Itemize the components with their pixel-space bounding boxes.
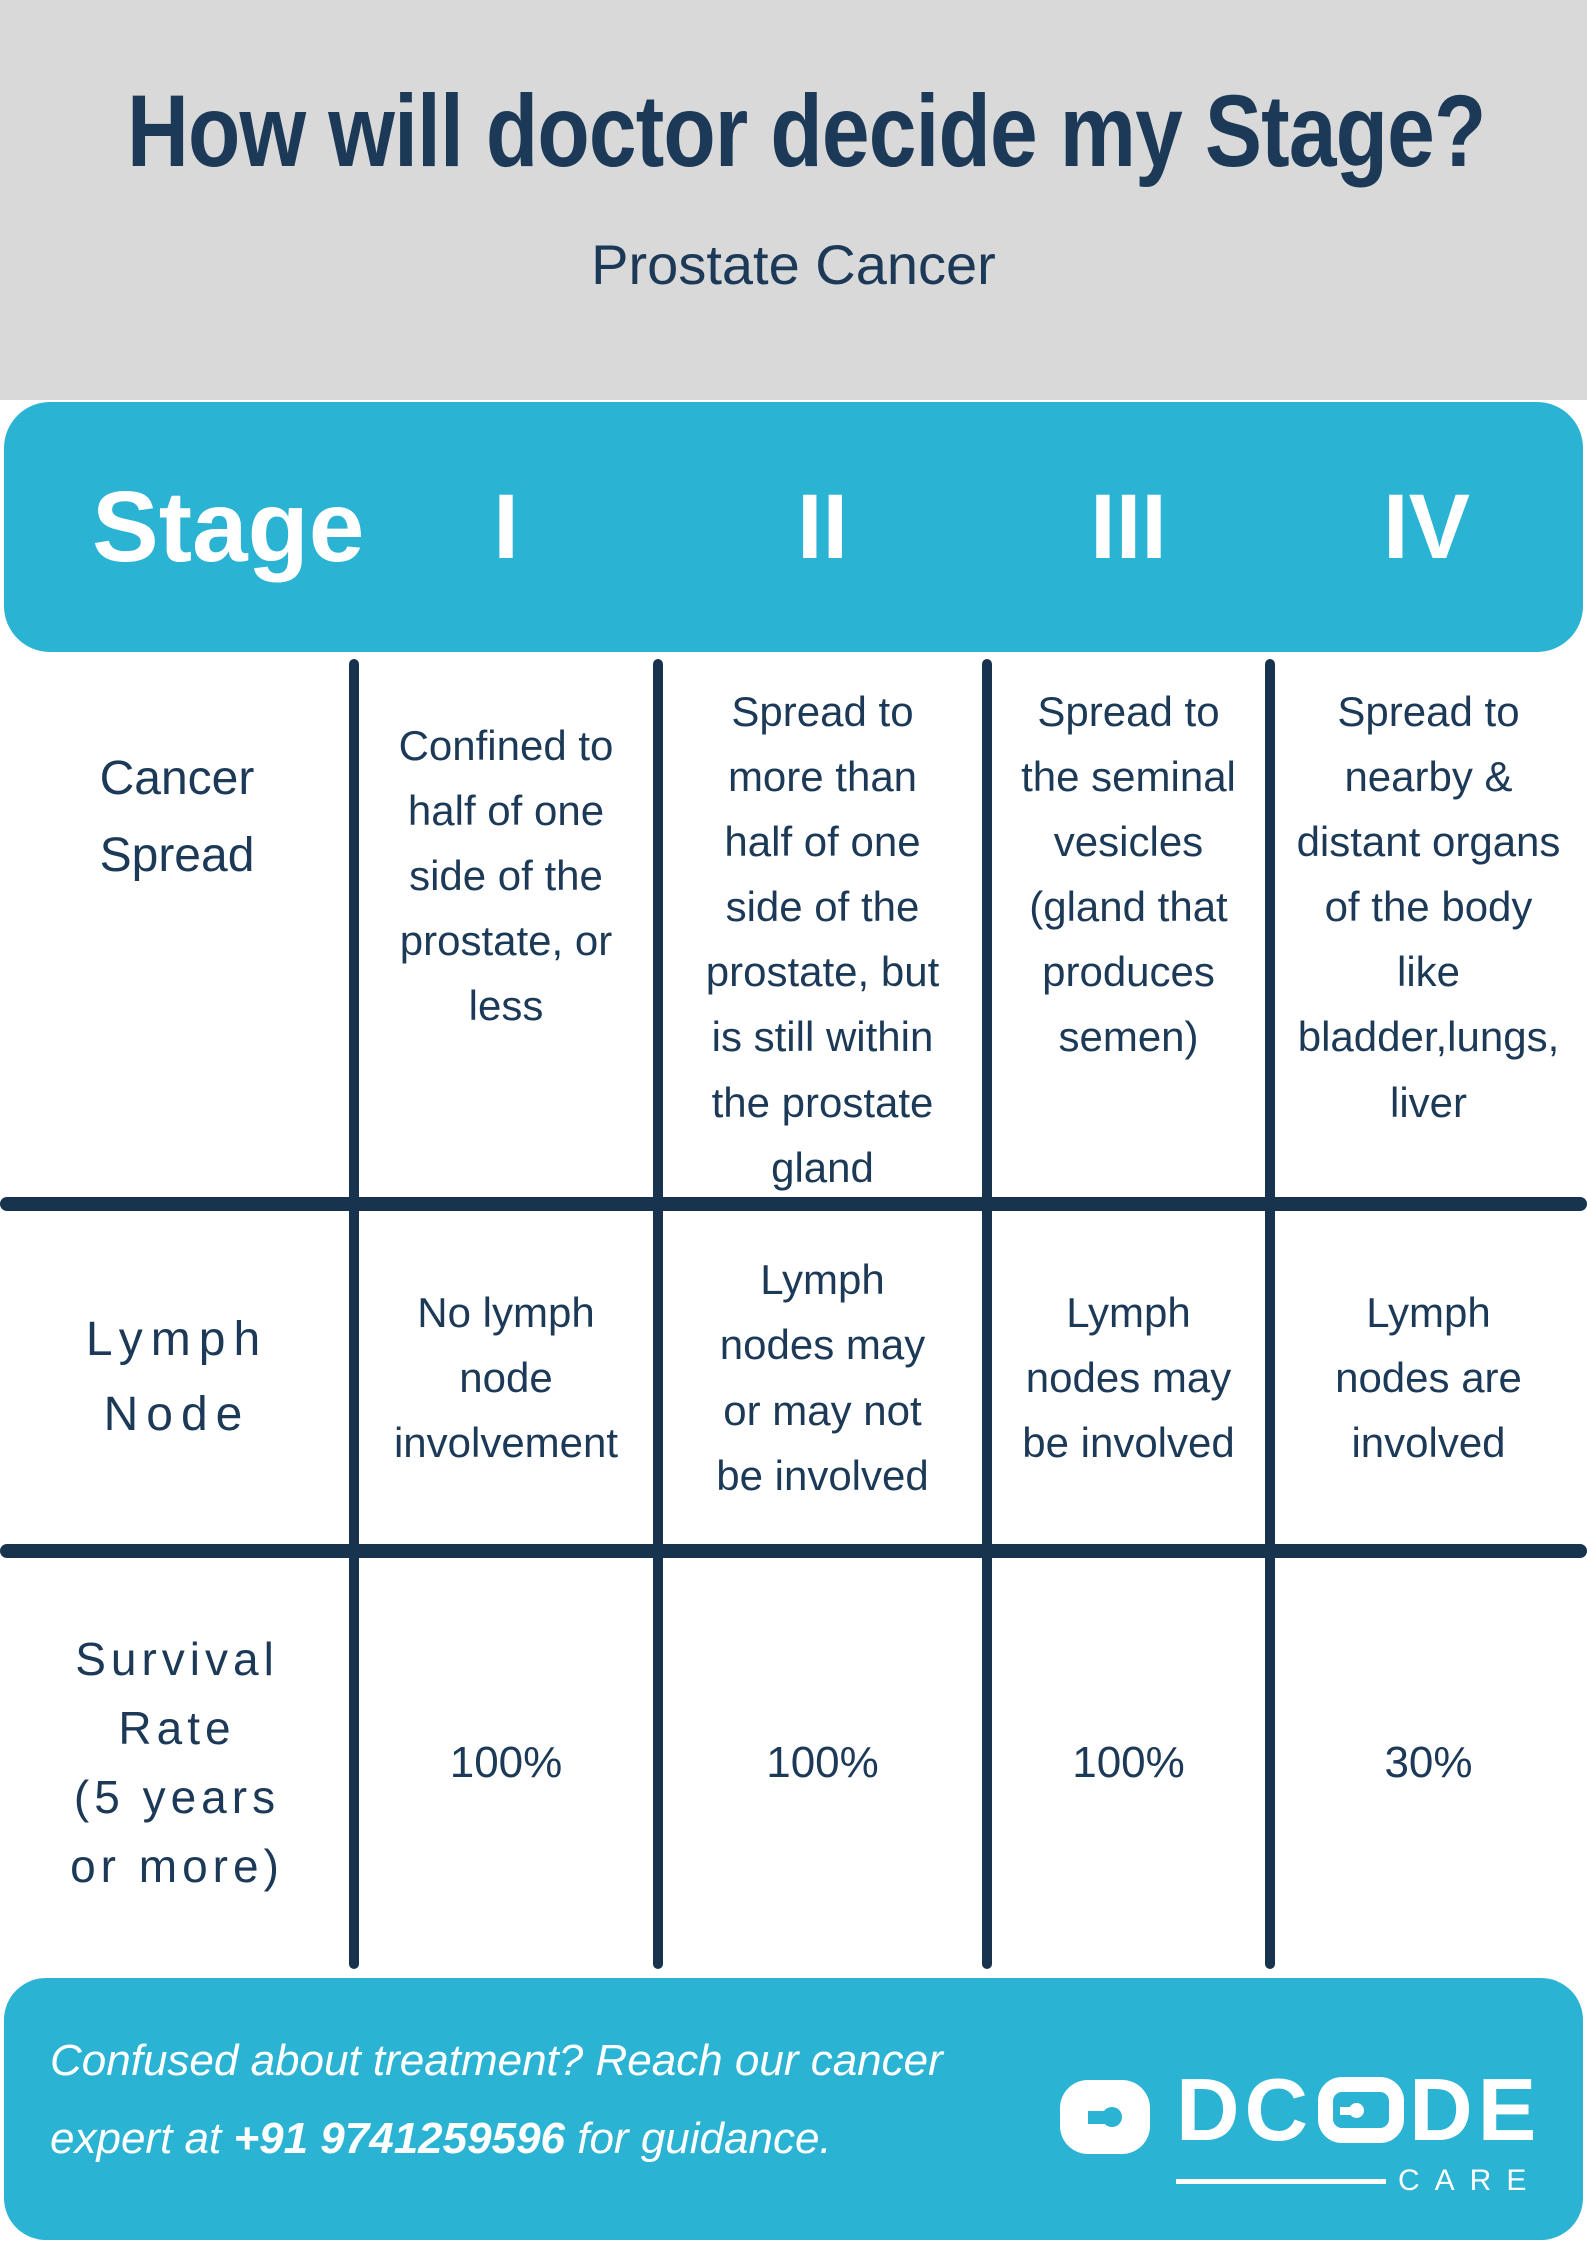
keyhole-dot	[1349, 2103, 1365, 2118]
table-divider-vertical	[1265, 659, 1275, 1969]
table-divider-horizontal	[0, 1197, 1587, 1211]
row-label-survival-rate: Survival Rate (5 years or more)	[70, 1633, 284, 1892]
survival-rate-stage-iii: 100%	[1072, 1738, 1185, 1787]
header-band	[0, 0, 1587, 400]
footer-message: Confused about treatment? Reach our canc…	[50, 2022, 943, 2178]
cancer-spread-stage-iv: Spread to nearby & distant organs of the…	[1296, 688, 1561, 1126]
table-divider-horizontal	[0, 1544, 1587, 1558]
page-title: How will doctor decide my Stage?	[126, 74, 1486, 188]
stage-i-header: I	[493, 475, 519, 578]
logo-o-keyhole-icon	[1318, 2077, 1405, 2143]
stage-header-row: Stage I II III IV	[4, 402, 1583, 652]
stage-table: Cancer Spread Confined to half of one si…	[0, 655, 1587, 1975]
logo-care-row: CARE	[1176, 2164, 1541, 2198]
stage-ii-header: II	[796, 475, 849, 578]
lymph-node-stage-iii: Lymph nodes may be involved	[1022, 1288, 1235, 1467]
row-label-cancer-spread: Cancer Spread	[99, 752, 255, 882]
logo-text-suffix: DE	[1409, 2060, 1542, 2159]
logo-text-prefix: DC	[1176, 2060, 1314, 2159]
footer-message-line2-prefix: expert at	[50, 2114, 234, 2163]
table-divider-vertical	[982, 659, 992, 1969]
lymph-node-stage-i: No lymph node involvement	[393, 1288, 619, 1467]
survival-rate-stage-ii: 100%	[766, 1738, 879, 1787]
dcode-keyhole-icon	[1060, 2080, 1150, 2154]
cancer-spread-stage-i: Confined to half of one side of the pros…	[398, 722, 614, 1030]
cancer-spread-stage-ii: Spread to more than half of one side of …	[705, 688, 940, 1191]
footer-banner: Confused about treatment? Reach our canc…	[4, 1978, 1583, 2240]
keyhole-dot	[1102, 2107, 1122, 2127]
lymph-node-stage-iv: Lymph nodes are involved	[1335, 1288, 1522, 1467]
logo-rule	[1176, 2178, 1386, 2184]
lymph-node-stage-ii: Lymph nodes may or may not be involved	[716, 1256, 929, 1499]
keyhole-stem	[1340, 2107, 1355, 2115]
survival-rate-stage-i: 100%	[449, 1738, 563, 1787]
cancer-spread-stage-iii: Spread to the seminal vesicles (gland th…	[1021, 688, 1236, 1061]
stage-label: Stage	[92, 470, 365, 583]
logo-care-text: CARE	[1398, 2164, 1542, 2197]
row-label-lymph-node: Lymph Node	[85, 1313, 269, 1441]
table-divider-vertical	[349, 659, 359, 1969]
footer-phone-number: +91 9741259596	[233, 2114, 566, 2163]
stage-iii-header: III	[1090, 475, 1167, 578]
survival-rate-stage-iv: 30%	[1384, 1738, 1473, 1787]
stage-iv-header: IV	[1383, 475, 1470, 578]
page-subtitle: Prostate Cancer	[591, 233, 996, 296]
footer-message-line2-suffix: for guidance.	[565, 2114, 832, 2163]
footer-message-line1: Confused about treatment? Reach our canc…	[50, 2036, 943, 2085]
table-divider-vertical	[653, 659, 663, 1969]
